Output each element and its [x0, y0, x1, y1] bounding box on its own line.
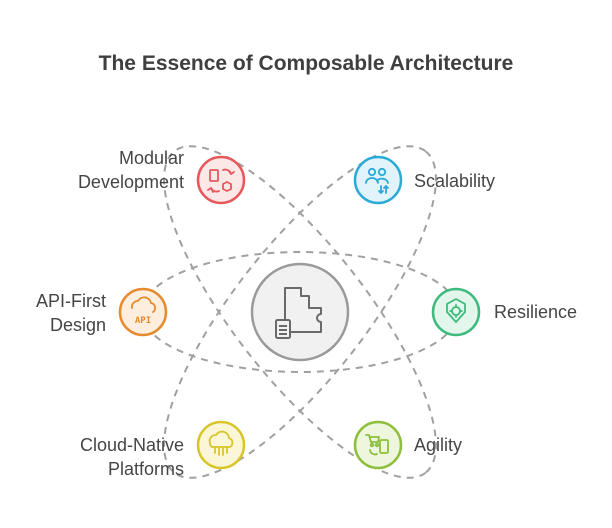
label-api-first-design: API-First Design	[36, 289, 106, 337]
node-cloud-native-platforms	[196, 420, 246, 470]
node-modular-development	[196, 155, 246, 205]
label-resilience: Resilience	[494, 300, 577, 324]
label-line: Scalability	[414, 171, 496, 191]
label-scalability: Scalability	[414, 169, 495, 193]
label-line: Cloud-Native	[79, 435, 184, 455]
label-line: Resilience	[494, 302, 578, 322]
shield-gear-icon	[446, 298, 466, 323]
cart-phone-icon	[365, 434, 389, 456]
api-cloud-icon: API	[131, 296, 156, 326]
blocks-arrows-icon	[207, 168, 235, 193]
api-icon-glyph: API	[135, 316, 151, 326]
label-line: Development	[77, 172, 184, 192]
center-node	[250, 262, 350, 362]
node-resilience	[431, 287, 481, 337]
page-title: The Essence of Composable Architecture	[98, 52, 514, 75]
node-scalability	[353, 155, 403, 205]
orbit-diagonal-a	[163, 145, 437, 479]
users-arrows-icon	[365, 167, 389, 195]
label-cloud-native-platforms: Cloud-Native Platforms	[80, 433, 184, 481]
orbit-diagonal-b	[163, 145, 437, 479]
label-line: Agility	[414, 435, 463, 455]
puzzle-document-icon	[275, 287, 322, 339]
label-line: API-First	[36, 291, 106, 311]
node-api-first-design: API	[118, 287, 168, 337]
label-line: Design	[49, 315, 106, 335]
label-line: Modular	[118, 148, 184, 168]
label-agility: Agility	[414, 433, 462, 457]
cloud-circuit-icon	[208, 430, 234, 456]
label-modular-development: Modular Development	[78, 146, 184, 194]
label-line: Platforms	[107, 459, 184, 479]
node-agility	[353, 420, 403, 470]
